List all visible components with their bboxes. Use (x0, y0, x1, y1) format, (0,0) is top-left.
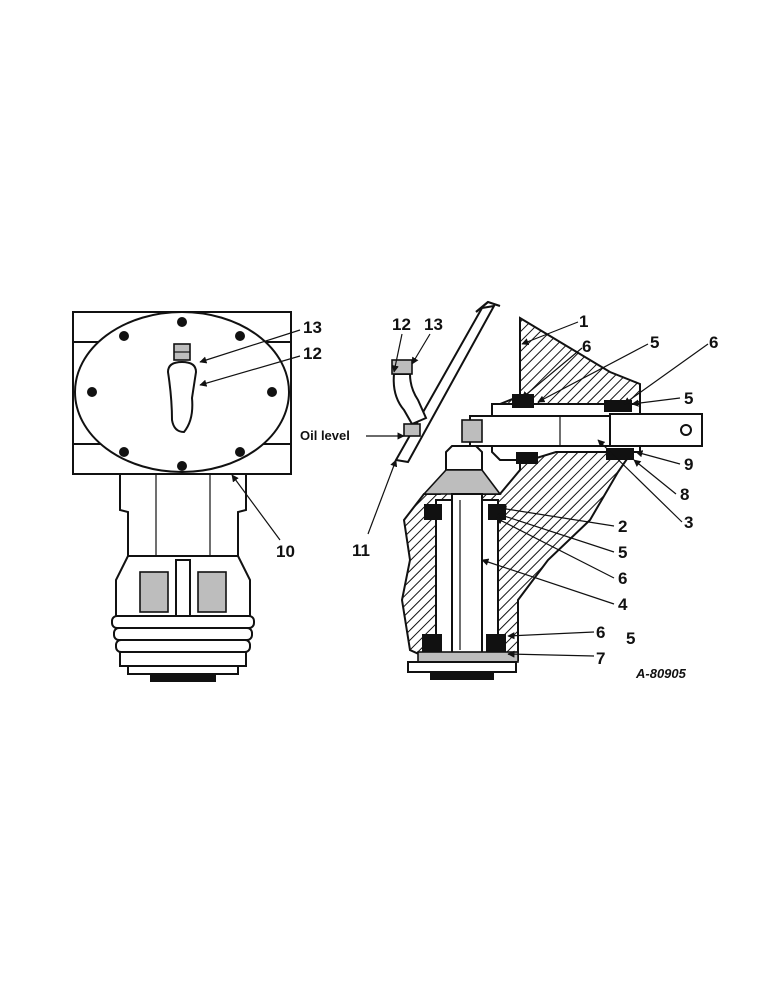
bearing-vertical-lower (486, 634, 506, 652)
vertical-shaft (451, 493, 483, 655)
callout-13-right: 13 (424, 315, 443, 334)
callout-8: 8 (680, 485, 689, 504)
bearing-upper-inner (512, 394, 534, 408)
cover-bolts (87, 317, 277, 471)
figure-code: A-80905 (635, 666, 687, 681)
exterior-view: 13 12 10 (72, 311, 322, 682)
callout-1: 1 (579, 312, 588, 331)
callout-12-right: 12 (392, 315, 411, 334)
callout-5-d: 5 (626, 629, 635, 648)
callout-3: 3 (684, 513, 693, 532)
callout-5-c: 5 (618, 543, 627, 562)
breather-elbow (166, 343, 198, 434)
callout-6-b: 6 (709, 333, 718, 352)
bottom-seal (417, 651, 519, 663)
oil-level-label: Oil level (300, 428, 350, 443)
callout-9: 9 (684, 455, 693, 474)
callout-13-left: 13 (303, 318, 322, 337)
sectional-view: Oil level 1 6 5 6 5 9 8 3 2 5 6 4 6 5 (300, 300, 718, 680)
callout-6-a: 6 (582, 337, 591, 356)
bearing-vertical-upper (488, 504, 506, 520)
callout-6-c: 6 (618, 569, 627, 588)
callout-5-b: 5 (684, 389, 693, 408)
callout-11: 11 (352, 541, 370, 560)
callout-7: 7 (596, 649, 605, 668)
cover-edge (394, 304, 496, 464)
horizontal-shaft (461, 413, 703, 447)
callout-6-d: 6 (596, 623, 605, 642)
callout-4: 4 (618, 595, 628, 614)
callout-5-a: 5 (650, 333, 659, 352)
callout-2: 2 (618, 517, 627, 536)
callout-10: 10 (276, 542, 295, 561)
housing-neck (119, 473, 247, 557)
callout-12-left: 12 (303, 344, 322, 363)
